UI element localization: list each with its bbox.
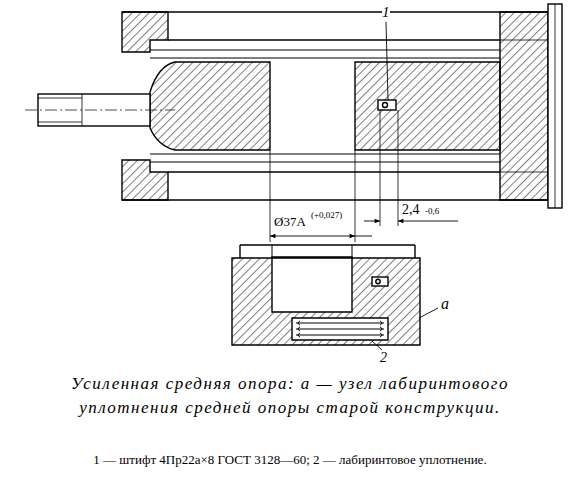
labyrinth-detail bbox=[232, 245, 438, 350]
callout-letter: а bbox=[441, 296, 449, 312]
dimension-text: 2,4 bbox=[402, 203, 420, 217]
dimension-text: Ø37A bbox=[274, 215, 306, 228]
callout-number: 2 bbox=[380, 351, 387, 365]
callout-number: 1 bbox=[382, 5, 390, 20]
tolerance-text: -0,6 bbox=[425, 207, 439, 216]
legend-note: 1 — штифт 4Пр22а×8 ГОСТ 3128—60; 2 — лаб… bbox=[30, 452, 550, 468]
tolerance-text: (+0,027) bbox=[311, 211, 342, 220]
figure-caption: Усиленная средняя опора: а — узел лабири… bbox=[30, 372, 550, 420]
upper-section bbox=[25, 4, 562, 242]
